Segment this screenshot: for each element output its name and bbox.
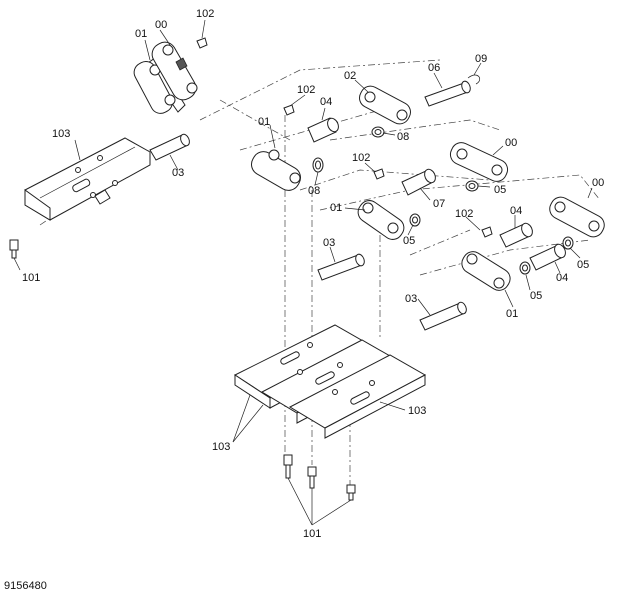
master-pin-06 [424,74,480,107]
callout-103: 103 [212,441,230,453]
callout-01: 01 [506,308,518,320]
callout-00: 00 [592,177,604,189]
callout-08: 08 [308,185,320,197]
link-right-upper [401,142,509,196]
callout-04: 04 [556,272,568,284]
callout-08: 08 [397,131,409,143]
drawing-number: 9156480 [4,580,47,592]
link-right-lower [419,196,605,331]
callout-01: 01 [135,28,147,40]
callout-03: 03 [172,167,184,179]
callout-05: 05 [530,290,542,302]
callout-00: 00 [505,137,517,149]
callout-07: 07 [433,198,445,210]
callout-03: 03 [323,237,335,249]
callout-04: 04 [320,96,332,108]
link-middle [317,200,421,281]
callout-05: 05 [494,184,506,196]
callout-05: 05 [403,235,415,247]
callout-00: 00 [155,19,167,31]
callout-04: 04 [510,205,522,217]
callout-01: 01 [330,202,342,214]
callout-102: 102 [352,152,370,164]
callout-103: 103 [52,128,70,140]
callout-102: 102 [196,8,214,20]
callout-02: 02 [344,70,356,82]
callout-102: 102 [455,208,473,220]
link-pair-center-top [251,85,411,191]
track-shoe-single [9,137,151,259]
track-shoe-stack [233,324,427,501]
callout-09: 09 [475,53,487,65]
pin-03-top [149,133,190,161]
link-pair-top-left [133,37,208,114]
callout-101: 101 [303,528,321,540]
leader-lines [13,19,593,526]
callout-06: 06 [428,62,440,74]
callout-labels: 01 00 102 103 101 03 01 102 04 02 06 09 … [22,8,604,540]
callout-103: 103 [408,405,426,417]
callout-03: 03 [405,293,417,305]
callout-102: 102 [297,84,315,96]
callout-01: 01 [258,116,270,128]
callout-05: 05 [577,259,589,271]
callout-101: 101 [22,272,40,284]
